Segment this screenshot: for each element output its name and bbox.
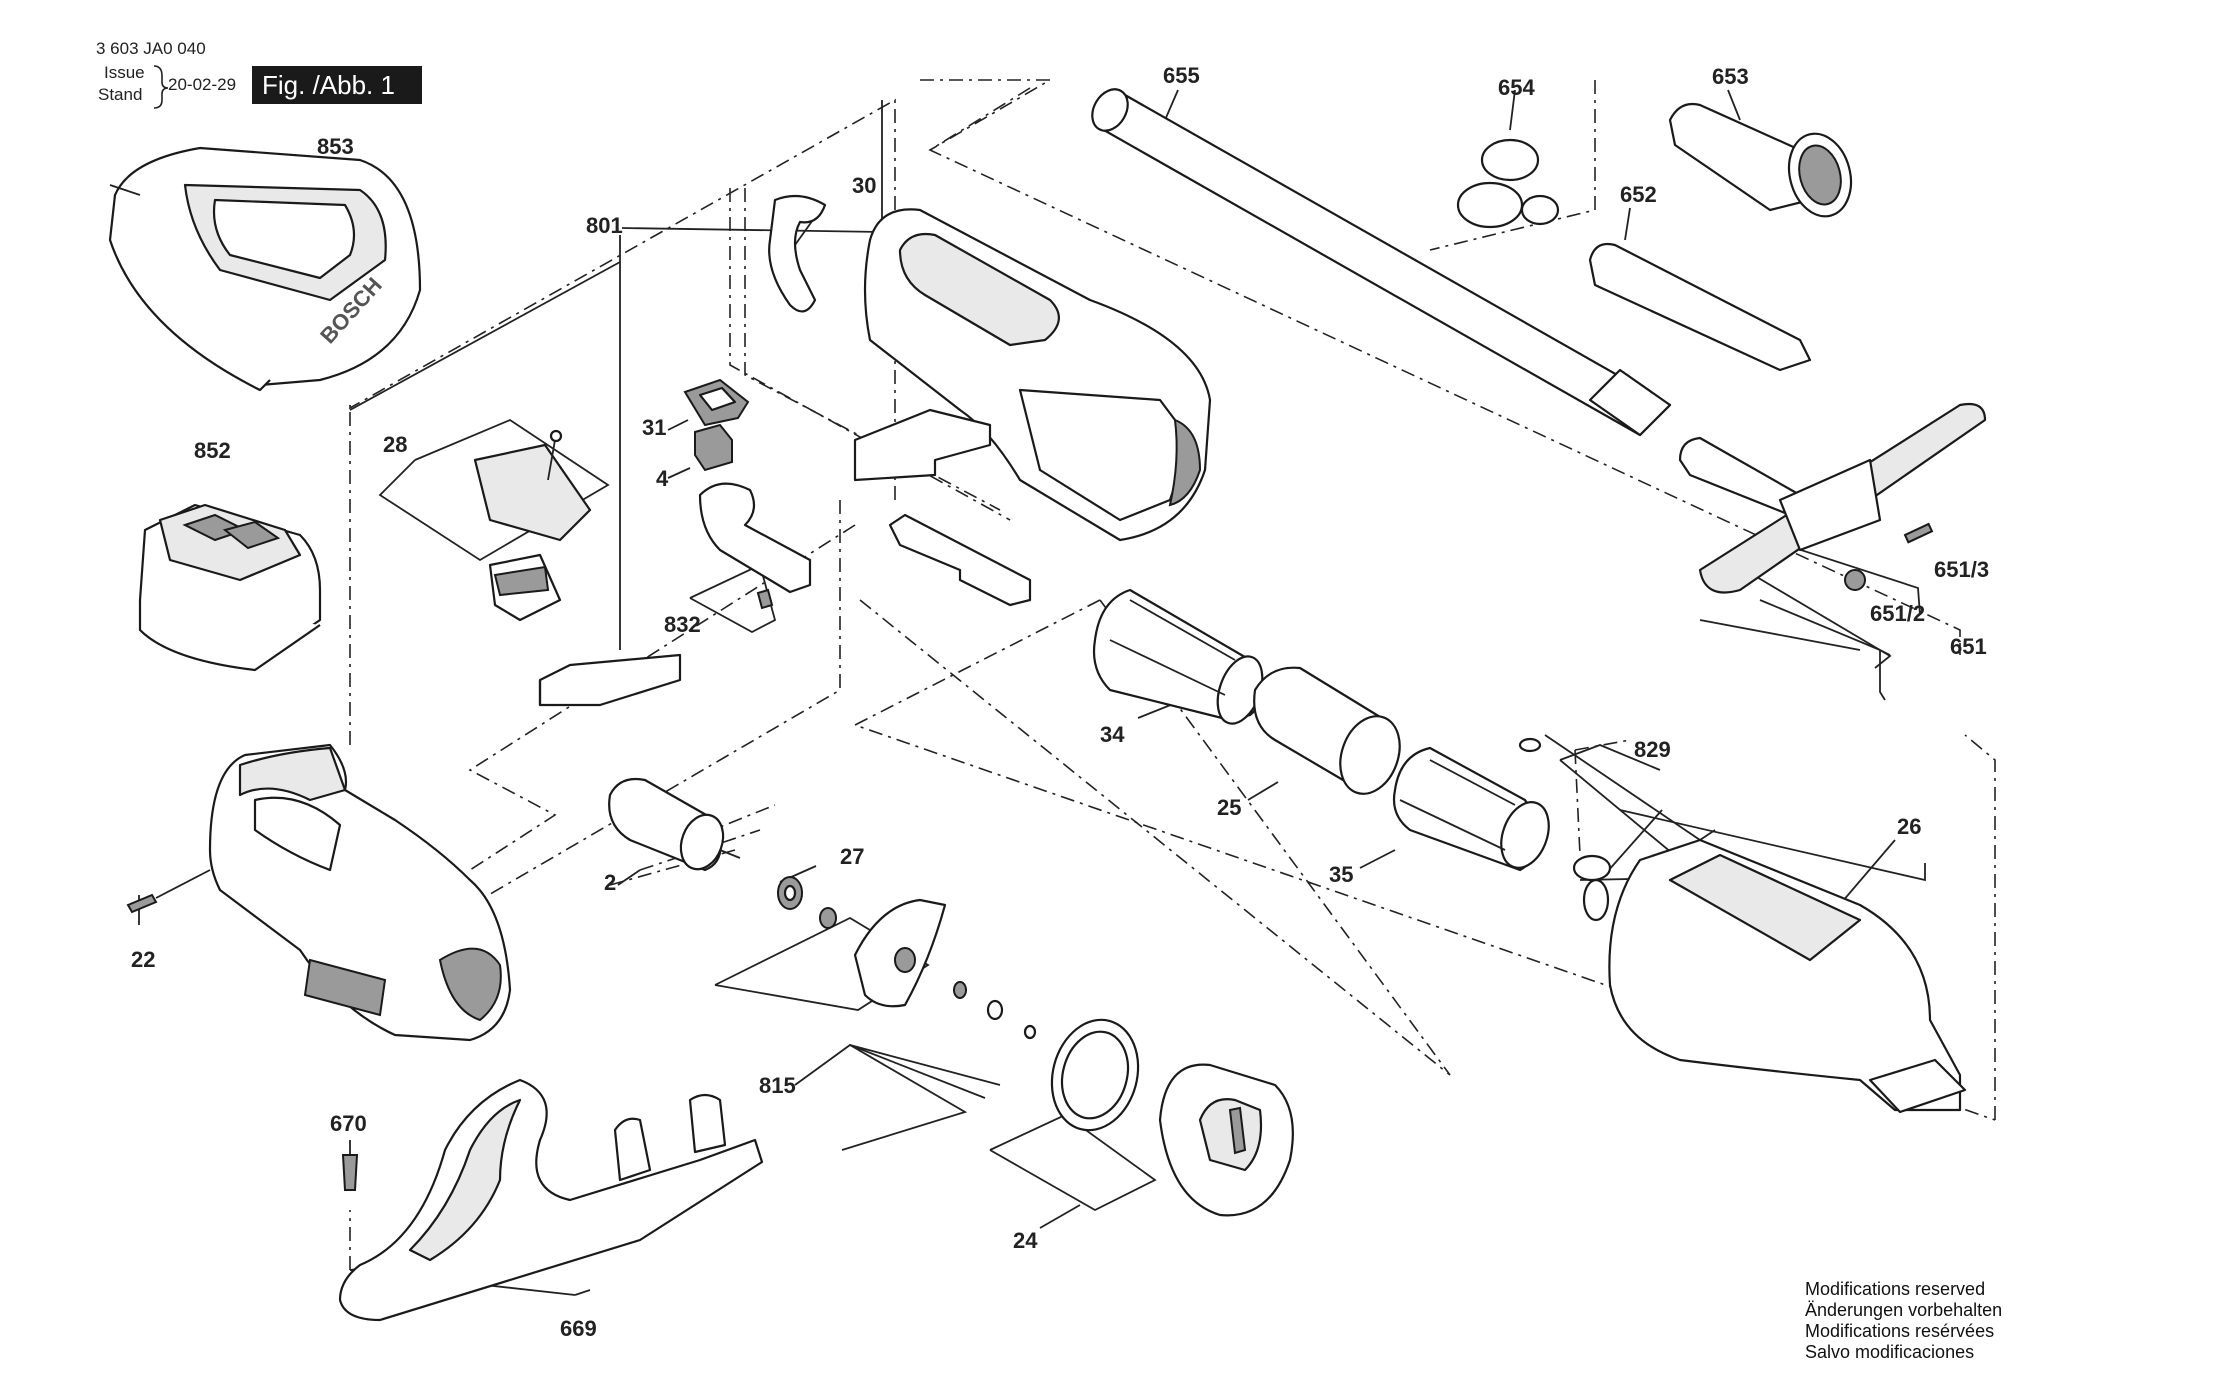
impeller-part [819, 898, 1037, 1040]
part-label-669: 669 [560, 1316, 597, 1341]
small-switch-part [694, 423, 733, 472]
part-label-35: 35 [1329, 862, 1353, 887]
part-label-26: 26 [1897, 814, 1921, 839]
part-label-654: 654 [1498, 75, 1535, 100]
tube-holder-part [1456, 138, 1560, 229]
part-label-28: 28 [383, 432, 407, 457]
part-label-653: 653 [1712, 64, 1749, 89]
filter-cage-part [1092, 588, 1264, 725]
doc-number: 3 603 JA0 040 [96, 39, 206, 58]
part-label-24: 24 [1013, 1228, 1038, 1253]
actuator-part [698, 482, 812, 610]
crevice-tool-part [1588, 242, 1812, 372]
seal-ring-part [1050, 1018, 1140, 1132]
issue-date: 20-02-29 [168, 75, 236, 94]
screw-part-670 [341, 1154, 359, 1191]
part-label-22: 22 [131, 947, 155, 972]
part-label-801: 801 [586, 213, 623, 238]
foam-pad-part [538, 653, 682, 707]
part-label-27: 27 [840, 844, 864, 869]
dust-container-part [1608, 838, 1967, 1114]
part-label-2: 2 [604, 870, 616, 895]
note-line-de: Änderungen vorbehalten [1805, 1300, 2002, 1320]
part-label-655: 655 [1163, 63, 1200, 88]
part-label-853: 853 [317, 134, 354, 159]
extension-tube-part [1091, 88, 1672, 437]
note-line-es: Salvo modificaciones [1805, 1342, 1974, 1362]
part-label-832: 832 [664, 612, 701, 637]
note-line-en: Modifications reserved [1805, 1279, 1985, 1299]
floor-nozzle-part [1678, 402, 1987, 594]
foam-block-part [853, 408, 992, 482]
handle-clip-part [768, 194, 827, 313]
washer-part [777, 876, 803, 910]
end-cap-part [1158, 1063, 1294, 1217]
part-labels: 853 852 801 28 30 31 4 832 655 654 653 6… [131, 63, 1989, 1341]
modifications-note: Modifications reserved Änderungen vorbeh… [1805, 1279, 2002, 1362]
note-line-fr: Modifications resérvées [1805, 1321, 1994, 1341]
seal-parts [1518, 737, 1612, 922]
slider-button-part [683, 378, 750, 427]
top-housing-part [863, 208, 1212, 542]
stand-base-part [338, 1078, 764, 1322]
main-body-part [208, 743, 512, 1042]
part-label-30: 30 [852, 173, 876, 198]
screw-part-22 [126, 869, 211, 914]
part-label-25: 25 [1217, 795, 1241, 820]
header-block: 3 603 JA0 040 Issue Stand 20-02-29 Fig. … [96, 39, 422, 109]
stand-label: Stand [98, 85, 142, 104]
switch-part [473, 429, 592, 622]
part-label-670: 670 [330, 1111, 367, 1136]
latch-bar-part [888, 513, 1032, 607]
part-label-651-3: 651/3 [1934, 557, 1989, 582]
part-label-4: 4 [656, 466, 669, 491]
battery-part [138, 503, 322, 672]
brace-mark [153, 65, 169, 109]
figure-label: Fig. /Abb. 1 [262, 70, 395, 100]
issue-label: Issue [104, 63, 145, 82]
filter-part [1253, 666, 1401, 795]
part-label-852: 852 [194, 438, 231, 463]
part-label-815: 815 [759, 1073, 796, 1098]
part-label-34: 34 [1100, 722, 1125, 747]
part-label-31: 31 [642, 415, 666, 440]
part-label-829: 829 [1634, 737, 1671, 762]
part-label-651: 651 [1950, 634, 1987, 659]
brush-nozzle-part [1668, 102, 1853, 218]
prefilter-cage-part [1392, 746, 1550, 872]
motor-part [608, 777, 741, 872]
part-label-652: 652 [1620, 182, 1657, 207]
part-label-651-2: 651/2 [1870, 601, 1925, 626]
figure-label-box [252, 66, 422, 104]
charger-part: BOSCH [108, 146, 422, 392]
